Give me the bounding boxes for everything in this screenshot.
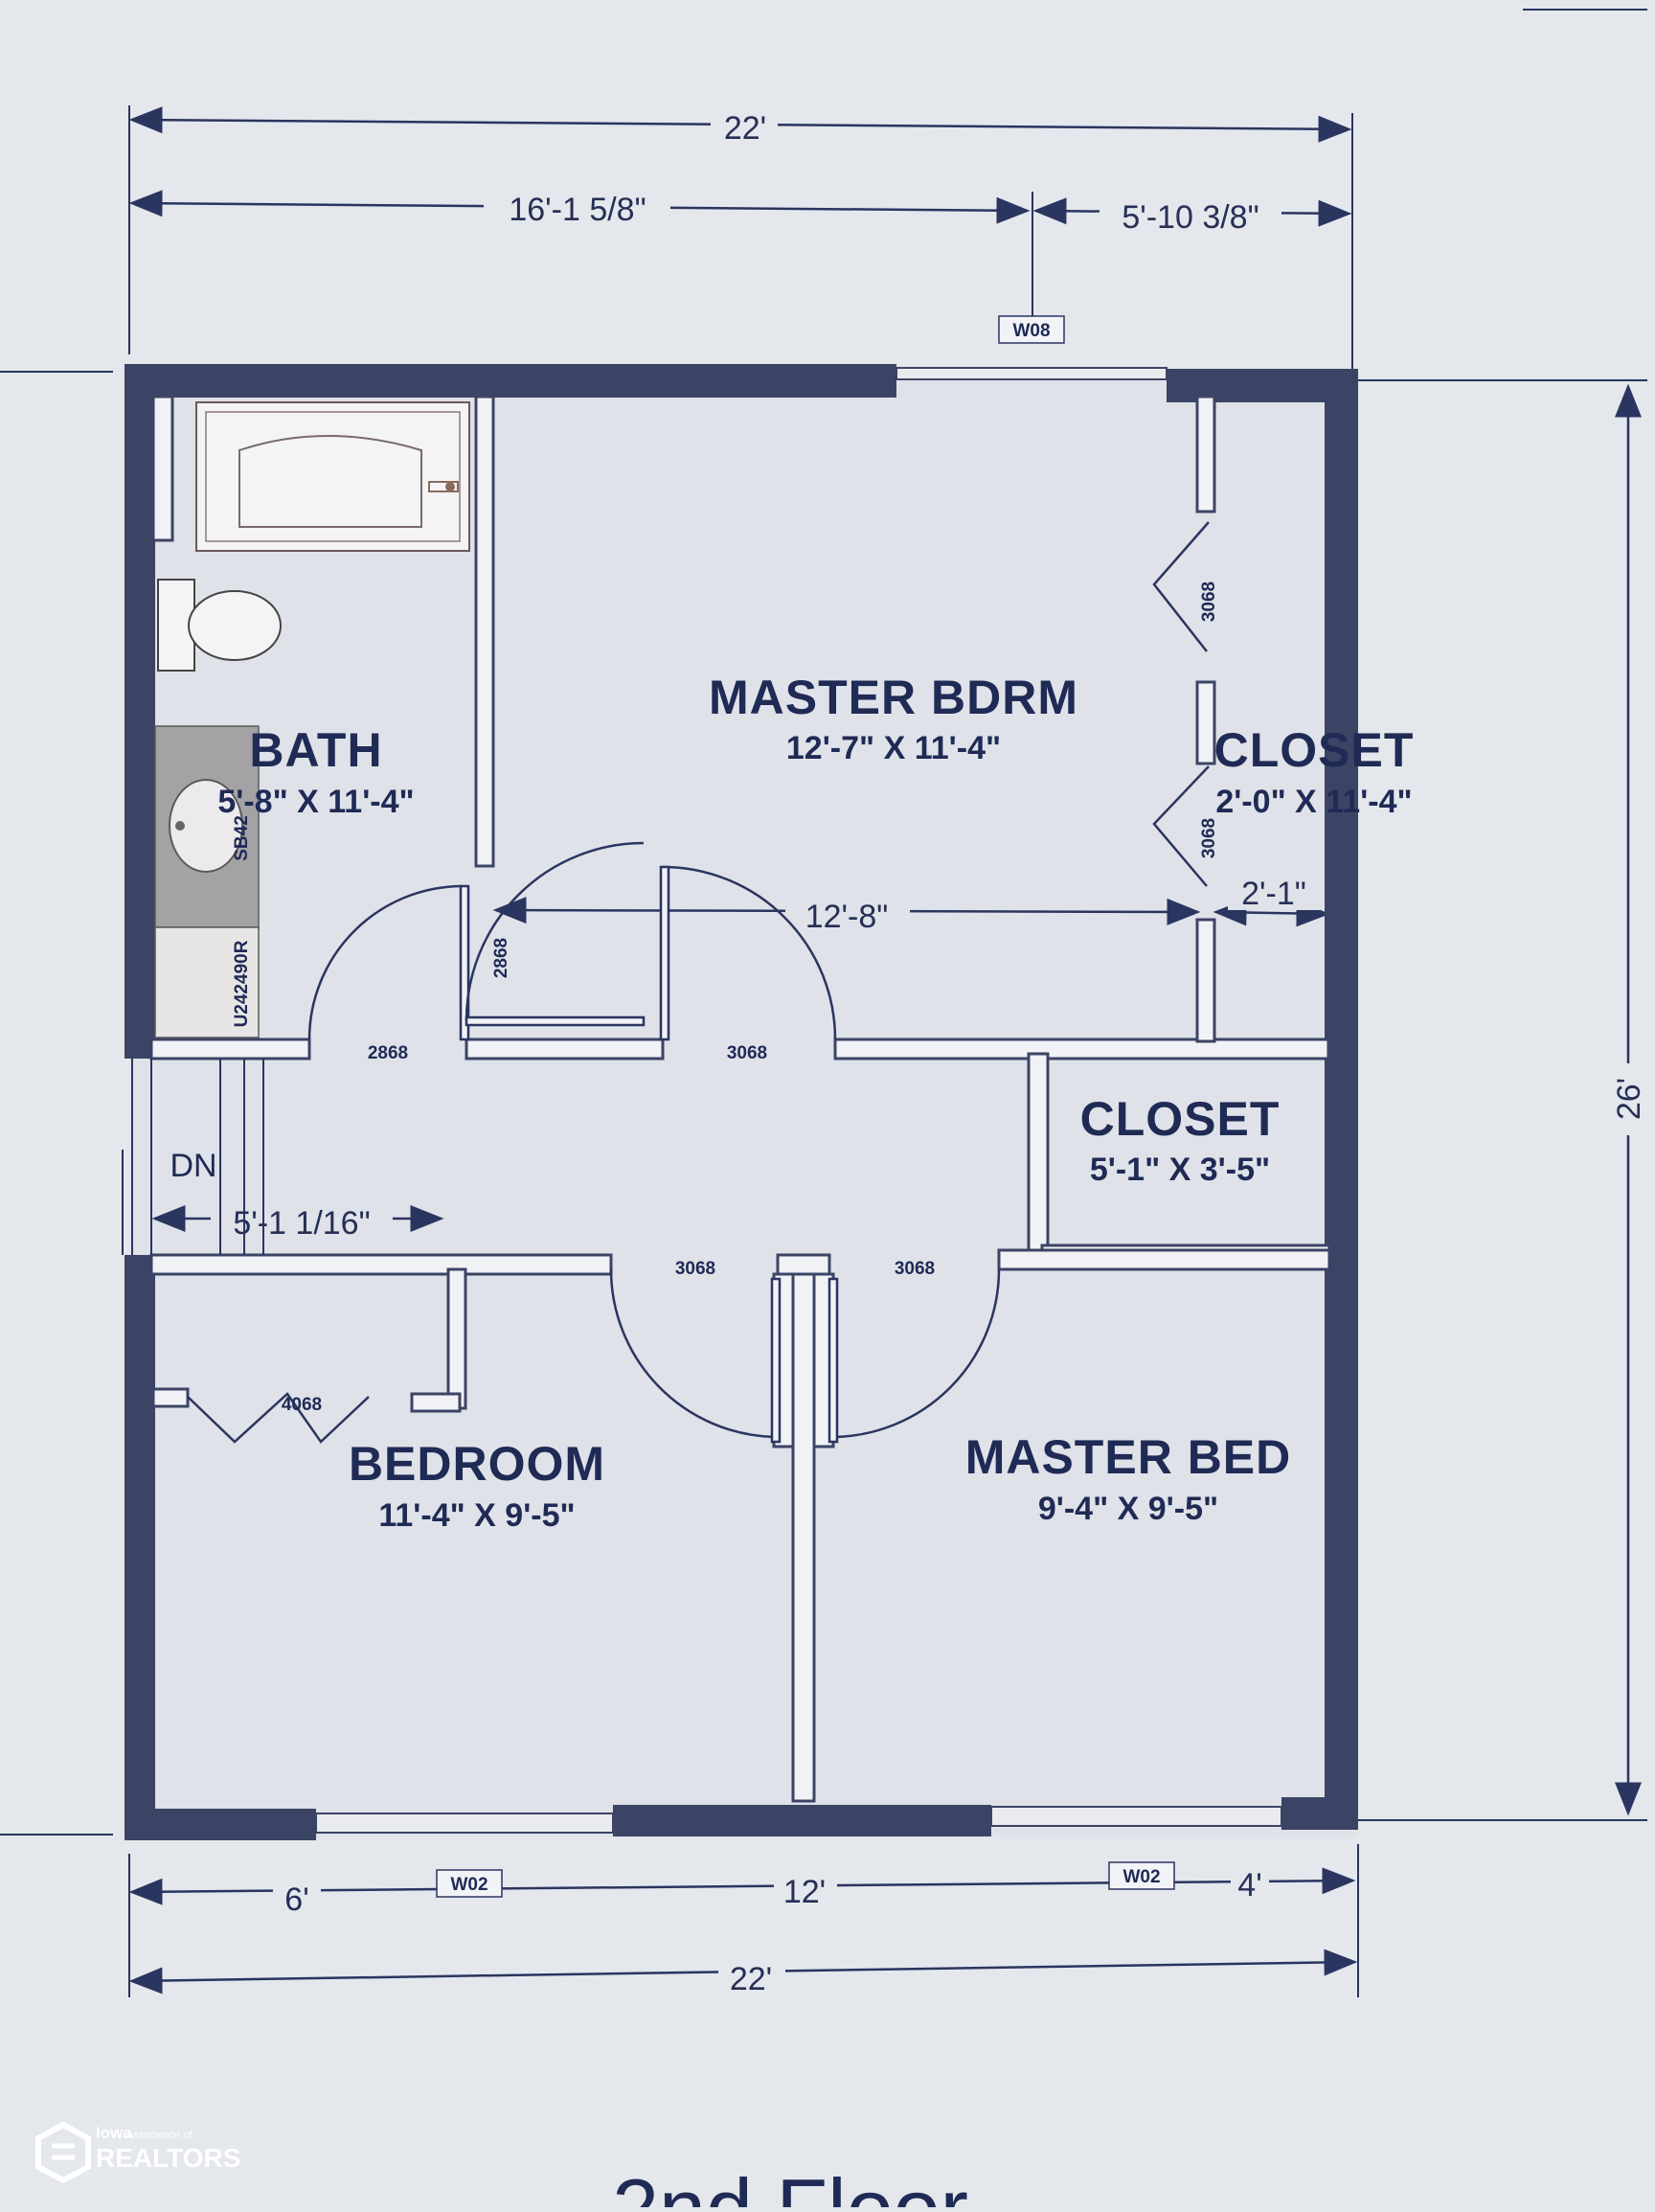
window-tag-top: W08 xyxy=(1012,321,1050,341)
room-name-closet-master: CLOSET xyxy=(1214,723,1415,777)
room-dims-master-bdrm: 12'-7" X 11'-4" xyxy=(786,730,1001,766)
window-tag-bottom-left: W02 xyxy=(450,1875,487,1895)
room-name-master-bed: MASTER BED xyxy=(965,1430,1292,1484)
dim-top-left: 16'-1 5/8" xyxy=(509,192,646,228)
bath-fixtures: SB42 U242490R xyxy=(154,401,470,1038)
room-name-closet-hall: CLOSET xyxy=(1080,1092,1281,1146)
stairs-down-label: DN xyxy=(170,1148,216,1184)
house-logo-icon xyxy=(35,2121,91,2184)
vanity-tag: SB42 xyxy=(232,815,252,861)
dim-bottom-mid: 12' xyxy=(783,1874,826,1910)
room-dims-bath: 5'-8" X 11'-4" xyxy=(217,784,414,820)
dim-bottom-total: 22' xyxy=(730,1961,772,1997)
door-tag-bedroom-closet: 4068 xyxy=(282,1395,322,1415)
logo-line-3: REALTORS xyxy=(96,2143,240,2173)
room-dims-master-bed: 9'-4" X 9'-5" xyxy=(1038,1491,1218,1527)
room-labels: BATH 5'-8" X 11'-4" MASTER BDRM 12'-7" X… xyxy=(217,671,1415,1534)
linen-cabinet xyxy=(154,926,260,1038)
cabinet-tag: U242490R xyxy=(232,940,252,1027)
door-tag-master-bed: 3068 xyxy=(895,1259,935,1279)
stairs xyxy=(122,1059,264,1255)
door-tag-master: 3068 xyxy=(727,1043,767,1063)
door-tags: 2868 2868 3068 3068 3068 3068 3068 4068 xyxy=(282,582,1219,1415)
interior-walls xyxy=(149,395,1331,1803)
dim-right-height: 26' xyxy=(1611,1078,1647,1120)
logo-line-2: Association of xyxy=(126,2130,193,2141)
room-dims-closet-master: 2'-0" X 11'-4" xyxy=(1215,784,1412,820)
door-tag-bath-side: 2868 xyxy=(491,938,511,978)
toilet-bowl xyxy=(188,590,282,661)
door-swings xyxy=(187,521,1210,1444)
dim-stair-width: 5'-1 1/16" xyxy=(233,1205,370,1242)
door-tag-closet-lower: 3068 xyxy=(1199,818,1219,858)
logo-line-1: Iowa xyxy=(96,2124,132,2142)
dim-bottom-right: 4' xyxy=(1237,1867,1261,1904)
dim-closet-width: 2'-1" xyxy=(1241,876,1306,912)
floor-title: 2nd Floor xyxy=(612,2161,968,2207)
realtors-logo: Iowa Association of REALTORS xyxy=(35,2121,240,2184)
sink xyxy=(169,779,243,873)
windows xyxy=(315,367,1282,1834)
room-dims-closet-hall: 5'-1" X 3'-5" xyxy=(1090,1152,1270,1188)
room-name-bedroom: BEDROOM xyxy=(349,1437,605,1491)
window-tags: W08 W02 W02 xyxy=(436,315,1175,1898)
window-tag-bottom-right: W02 xyxy=(1122,1867,1160,1887)
door-tag-closet-upper: 3068 xyxy=(1199,582,1219,622)
room-dims-bedroom: 11'-4" X 9'-5" xyxy=(378,1497,575,1534)
dim-bottom-left: 6' xyxy=(284,1881,308,1918)
room-name-bath: BATH xyxy=(249,723,382,777)
dim-top-total: 22' xyxy=(724,110,766,147)
room-name-master-bdrm: MASTER BDRM xyxy=(709,671,1078,724)
door-tag-bedroom: 3068 xyxy=(675,1259,715,1279)
dim-master-width: 12'-8" xyxy=(805,899,889,935)
door-tag-bath: 2868 xyxy=(368,1043,408,1063)
dimension-labels: 22' 16'-1 5/8" 5'-10 3/8" 26' 6' 12' 4' … xyxy=(211,105,1649,1998)
dim-top-right: 5'-10 3/8" xyxy=(1122,199,1258,236)
bathtub xyxy=(195,401,470,552)
